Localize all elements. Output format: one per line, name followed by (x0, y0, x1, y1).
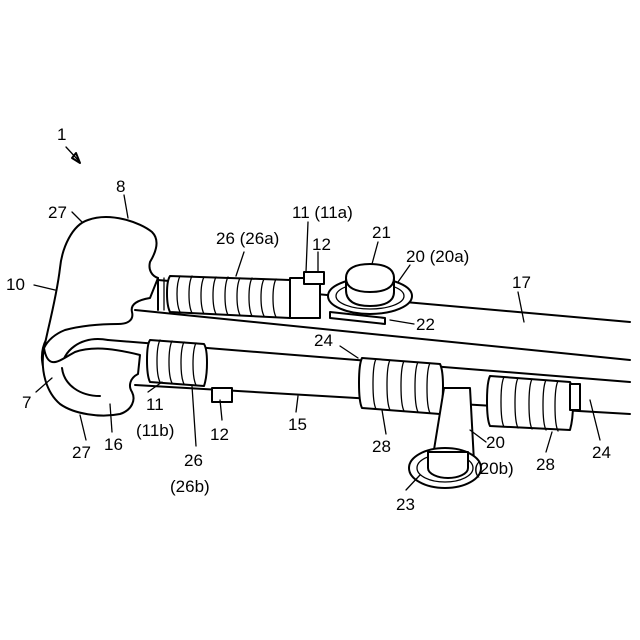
label-27-top: 27 (48, 203, 67, 222)
label-24-upper: 24 (314, 331, 333, 350)
label-16: 16 (104, 435, 123, 454)
label-11a: 11 (11a) (292, 203, 353, 222)
label-8: 8 (116, 177, 125, 196)
label-12-upper: 12 (312, 235, 331, 254)
label-11b: (11b) (136, 421, 174, 440)
band-holder-8 (44, 217, 158, 348)
label-28-left: 28 (372, 437, 391, 456)
bolt-21-upper (328, 264, 412, 324)
label-17: 17 (512, 273, 531, 292)
spiral-26a (158, 276, 293, 318)
label-23: 23 (396, 495, 415, 514)
label-15: 15 (288, 415, 307, 434)
label-21: 21 (372, 223, 391, 242)
label-20a: 20 (20a) (406, 247, 469, 266)
label-27-bottom: 27 (72, 443, 91, 462)
label-10: 10 (6, 275, 25, 294)
clip-11a (290, 272, 324, 318)
band-lower-end-27 (43, 348, 140, 416)
label-22: 22 (416, 315, 435, 334)
band-28-left (359, 358, 443, 414)
label-20-lower: 20 (486, 433, 505, 452)
label-28-right: 28 (536, 455, 555, 474)
label-fig: 1 (57, 125, 66, 144)
label-20b: (20b) (474, 459, 514, 478)
label-26a: 26 (26a) (216, 229, 279, 248)
label-26b: (26b) (170, 477, 210, 496)
band-28-right (487, 376, 580, 431)
label-24-lower: 24 (592, 443, 611, 462)
label-12-lower: 12 (210, 425, 229, 444)
label-11-lower: 11 (146, 395, 164, 414)
label-26-lower: 26 (184, 451, 203, 470)
label-7: 7 (22, 393, 31, 412)
